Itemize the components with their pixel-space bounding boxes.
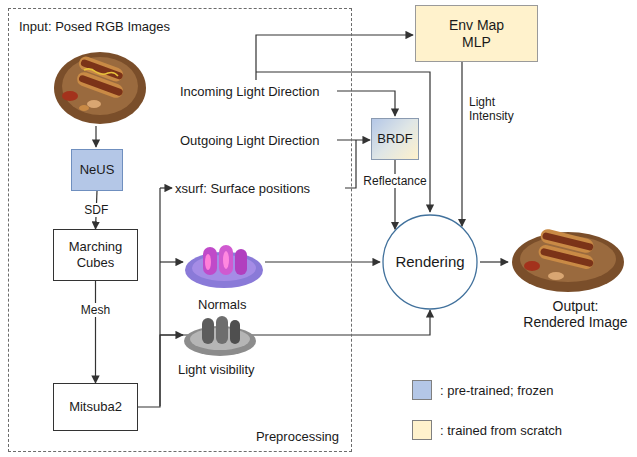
annotation-label: Incoming Light Direction: [180, 84, 319, 99]
node-text: Env Map MLP: [444, 17, 510, 51]
annotation-label: Outgoing Light Direction: [180, 133, 319, 148]
region-heading: Input: Posed RGB Images: [19, 19, 170, 34]
edge-label: Light Intensity: [467, 95, 527, 123]
branch-line: [159, 188, 160, 406]
connector: [95, 281, 96, 383]
branch-arrow: [160, 261, 183, 262]
annotation-label: Light visibility: [178, 362, 255, 377]
circle-shape: [383, 215, 477, 309]
legend-text: : pre-trained; frozen: [440, 383, 553, 398]
normals-arrow: [265, 261, 380, 262]
legend-row: : pre-trained; frozen: [412, 380, 553, 400]
legend-swatch: [412, 420, 432, 440]
node-text: Rendering: [395, 253, 464, 271]
legend-row: : trained from scratch: [412, 420, 562, 440]
edge-label: Mesh: [79, 303, 112, 317]
legend-swatch: [412, 380, 432, 400]
network-box: BRDF: [371, 118, 419, 160]
connector: [394, 160, 395, 229]
render-circle: Rendering: [382, 214, 478, 310]
incoming-line: [337, 91, 395, 116]
annotation-label: Normals: [198, 297, 246, 312]
node-text: BRDF: [377, 131, 412, 147]
outgoing-arrow: [337, 139, 370, 140]
connector: [461, 62, 462, 226]
output-arrow: [480, 261, 508, 262]
input-photo: [54, 52, 146, 124]
node-text: Marching Cubes: [60, 239, 132, 270]
process-box: Marching Cubes: [53, 229, 138, 281]
node-text: Mitsuba2: [69, 399, 122, 415]
annotation-label: xsurf: Surface positions: [175, 181, 310, 196]
normals-image: [185, 245, 263, 288]
incoming-line: [256, 35, 413, 80]
node-text: NeUS: [80, 162, 115, 178]
network-box: Env Map MLP: [415, 5, 538, 62]
surface-line: [345, 140, 356, 188]
visibility-image: [184, 316, 256, 356]
branch-arrow: [160, 187, 172, 188]
preprocessing-region: Input: Posed RGB ImagesPreprocessing NeUS…: [8, 8, 352, 452]
region-footer: Preprocessing: [256, 429, 339, 444]
edge-label: Reflectance: [361, 174, 428, 188]
input-arrow: [95, 126, 96, 147]
connector: [138, 310, 430, 407]
legend-text: : trained from scratch: [440, 423, 562, 438]
annotation-label: Output: Rendered Image: [522, 298, 629, 330]
process-box: NeUS: [71, 149, 123, 191]
output-photo: [512, 228, 624, 292]
branch-arrow: [160, 334, 183, 335]
process-box: Mitsuba2: [53, 383, 138, 431]
edge-label: SDF: [82, 203, 110, 217]
